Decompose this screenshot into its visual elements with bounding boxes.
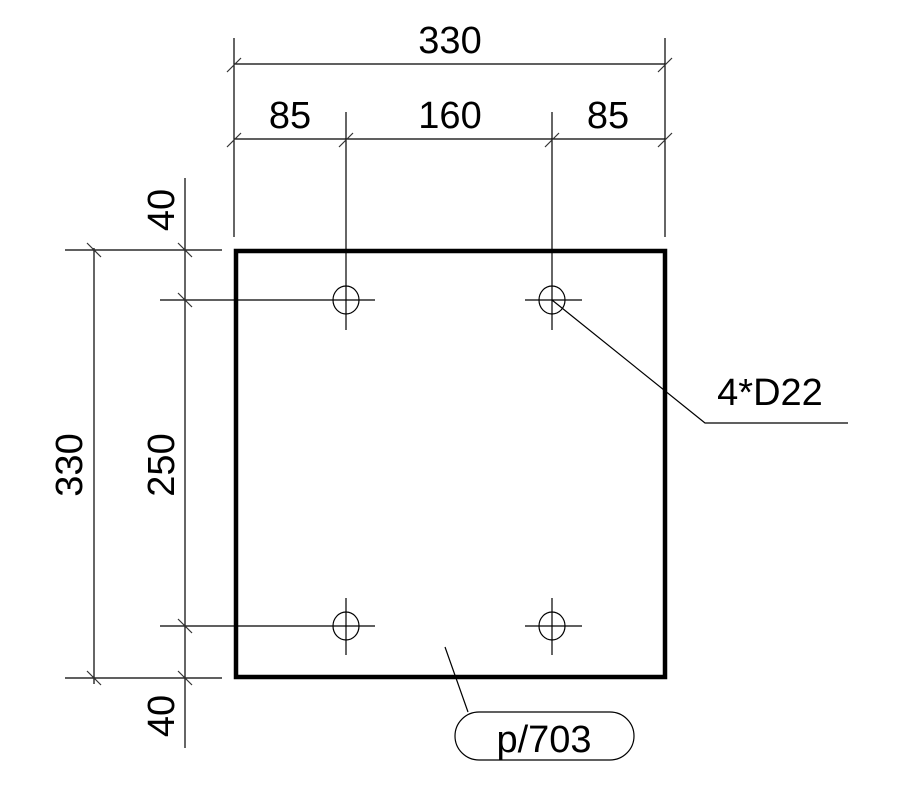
dim-top-spacing: 160 <box>418 95 481 137</box>
bolt-hole <box>538 285 566 315</box>
bolt-hole <box>332 611 360 641</box>
plate-leader-line <box>444 646 469 713</box>
top-dimensions <box>226 38 673 330</box>
bolt-holes <box>332 285 566 641</box>
dim-top-right-edge: 85 <box>587 95 629 137</box>
plate-label: p/703 <box>496 719 591 761</box>
bolt-hole <box>538 611 566 641</box>
plate-label-bubble <box>454 711 635 761</box>
dim-left-overall: 330 <box>49 433 91 496</box>
bolt-label: 4*D22 <box>717 372 823 414</box>
dim-top-overall: 330 <box>418 20 481 62</box>
plate-outline <box>233 248 668 680</box>
dim-left-top-edge: 40 <box>141 189 183 231</box>
dim-top-left-edge: 85 <box>269 95 311 137</box>
bolt-leader-line <box>551 299 848 424</box>
bolt-hole <box>332 285 360 315</box>
dim-left-bottom-edge: 40 <box>141 695 183 737</box>
dim-left-spacing: 250 <box>141 433 183 496</box>
left-dimensions <box>65 178 582 748</box>
